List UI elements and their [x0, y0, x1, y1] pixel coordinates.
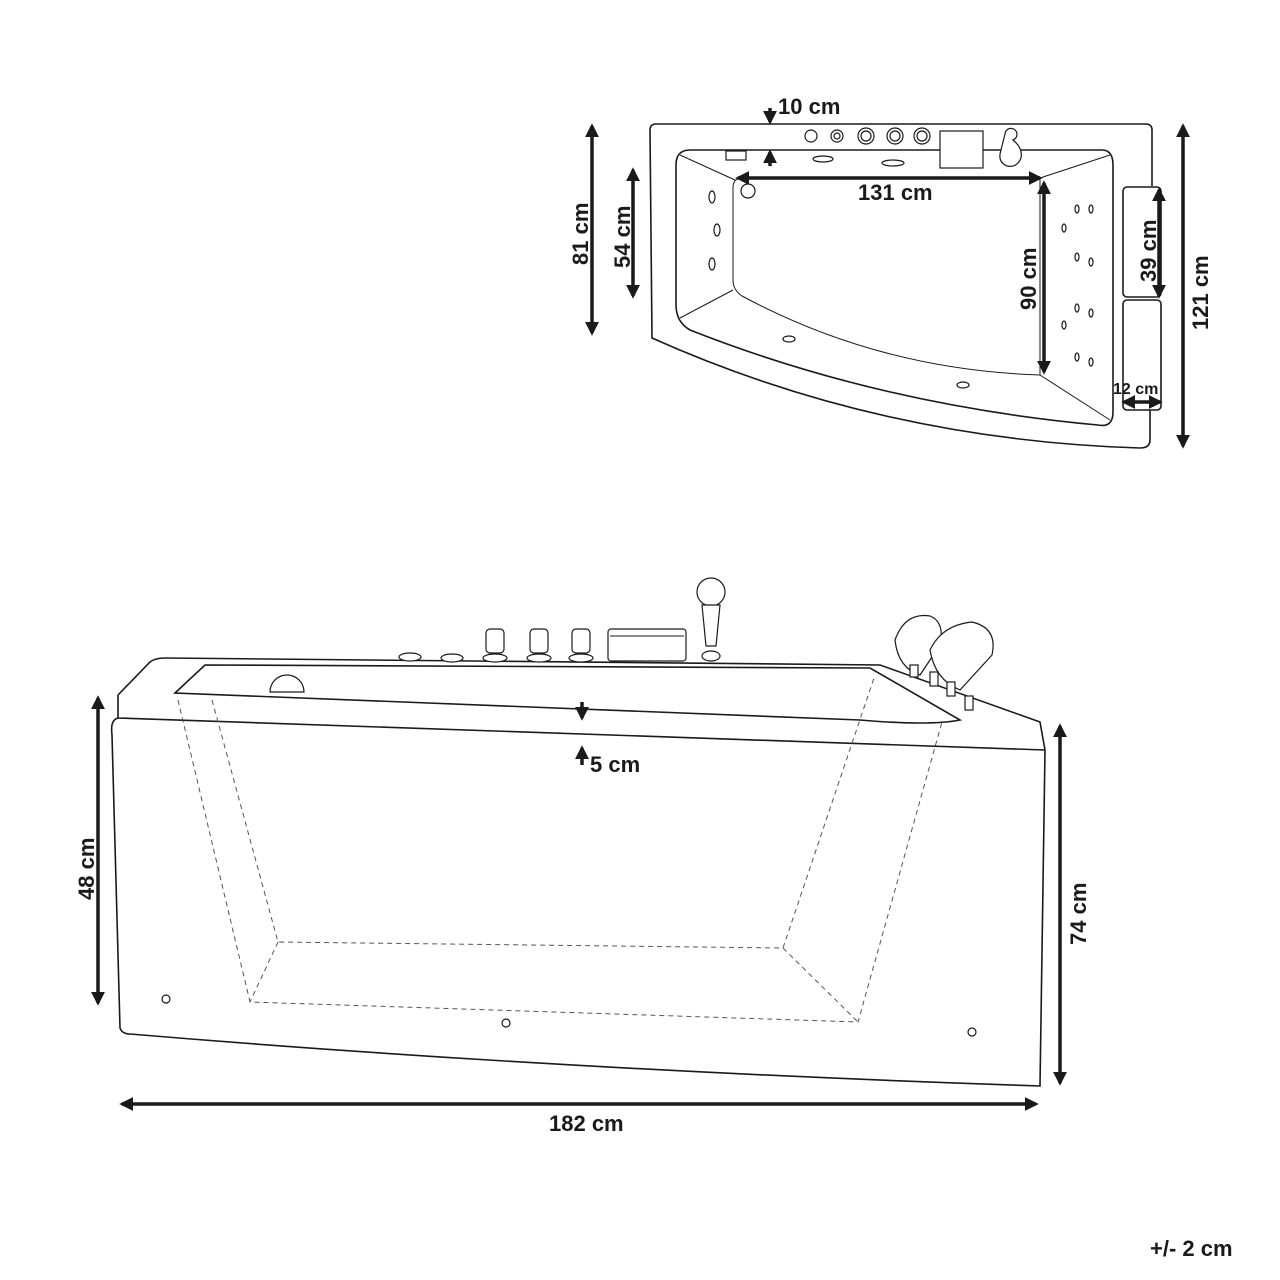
hand-shower-icon: [696, 577, 726, 662]
outer-rim: [649, 123, 1153, 449]
rim-height-label: 5 cm: [590, 752, 640, 777]
tub-opening: [173, 664, 963, 724]
side-view: 5 cm 48 cm 74 cm 182 cm: [74, 577, 1091, 1136]
total-width-label: 121 cm: [1188, 255, 1213, 330]
length-label: 182 cm: [549, 1111, 624, 1136]
left-height-label: 48 cm: [74, 838, 99, 900]
drain-icon: [269, 674, 305, 693]
tub-rim: [117, 657, 1046, 751]
top-view: 10 cm 131 cm 90 cm 54 cm 81 cm 39 cm 12 …: [568, 94, 1213, 449]
rim-width-label: 10 cm: [778, 94, 840, 119]
control-panel: [939, 130, 984, 169]
pillow-length-label: 39 cm: [1136, 220, 1161, 282]
basin-floor: [732, 177, 1041, 376]
inner-width-label: 90 cm: [1016, 248, 1041, 310]
right-height-label: 74 cm: [1066, 883, 1091, 945]
shower-head-icon: [999, 127, 1022, 167]
headrest-pillow-lower: [1122, 299, 1162, 411]
control-knobs: [482, 628, 594, 663]
left-depth-label: 54 cm: [610, 206, 635, 268]
overflow-icon: [725, 150, 747, 161]
pillow-width-label: 12 cm: [1113, 381, 1158, 398]
side-jets: [1061, 204, 1094, 367]
tub-front-panel: [110, 717, 1046, 1087]
hidden-basin-outline: [177, 674, 943, 1023]
control-knob-icon: [804, 129, 818, 143]
tolerance-note: +/- 2 cm: [1150, 1236, 1233, 1261]
control-panel: [607, 628, 687, 662]
inner-length-label: 131 cm: [858, 180, 933, 205]
inner-basin: [675, 149, 1114, 427]
left-total-label: 81 cm: [568, 203, 593, 265]
drain-icon: [740, 183, 756, 199]
headrest-pillow: [894, 614, 994, 711]
